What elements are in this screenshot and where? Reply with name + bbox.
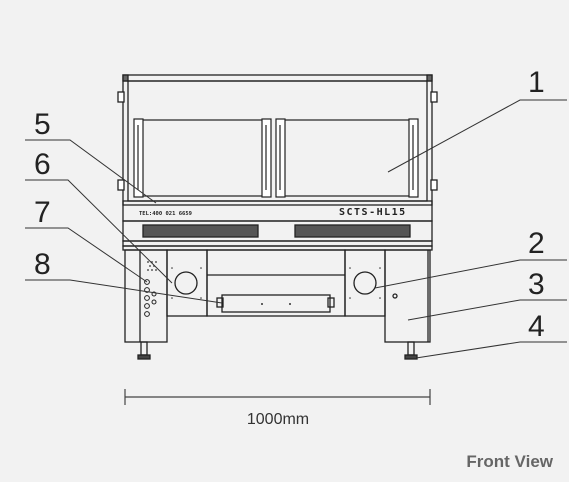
panel-buttons — [144, 279, 157, 317]
leader-1 — [387, 99, 567, 173]
base-cabinet — [122, 245, 433, 360]
leader-5 — [25, 139, 157, 204]
leader-8 — [25, 279, 223, 304]
leader-3 — [407, 299, 567, 321]
leader-lines — [25, 99, 567, 359]
window-left — [133, 118, 272, 198]
window-right — [275, 118, 419, 198]
leader-2 — [374, 259, 567, 289]
control-band — [122, 200, 433, 247]
callout-4: 4 — [528, 310, 545, 343]
machine-lid — [117, 74, 438, 206]
callout-3: 3 — [528, 268, 545, 301]
callout-2: 2 — [528, 227, 545, 260]
dimension-label: 1000mm — [247, 411, 309, 428]
vent-dots — [147, 261, 381, 305]
callout-7: 7 — [34, 196, 51, 229]
callout-8: 8 — [34, 248, 51, 281]
leader-7 — [25, 227, 148, 283]
callout-5: 5 — [34, 108, 51, 141]
callout-6: 6 — [34, 148, 51, 181]
view-title: Front View — [466, 452, 553, 471]
phone-label: TEL:400 021 6659 — [139, 211, 192, 217]
leader-4 — [415, 341, 567, 359]
dimension-line — [124, 389, 431, 405]
leader-6 — [25, 179, 173, 284]
model-label: SCTS-HL15 — [339, 207, 407, 218]
callout-1: 1 — [528, 66, 545, 99]
